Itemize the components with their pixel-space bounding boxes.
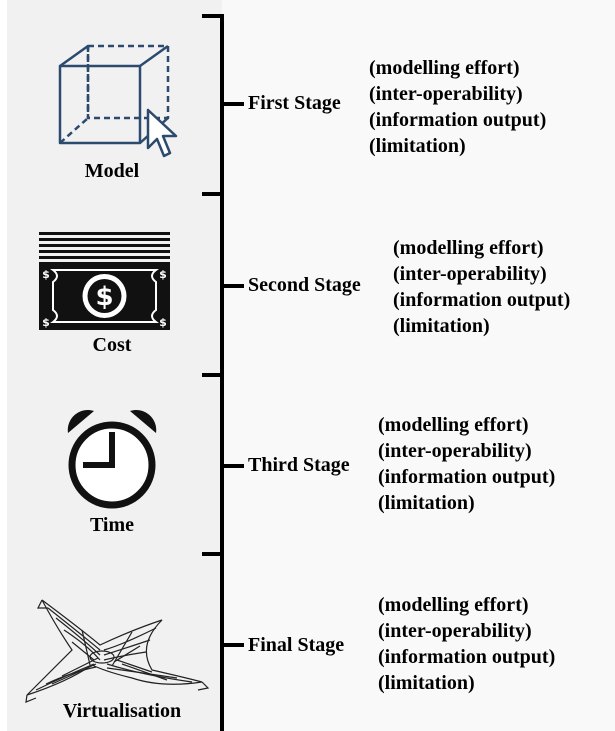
connector	[222, 102, 244, 106]
detail-line: (limitation)	[393, 315, 490, 337]
timeline-tick	[202, 552, 222, 556]
item-label-time: Time	[89, 514, 135, 536]
timeline-spine	[220, 14, 224, 731]
detail-line: (limitation)	[378, 492, 475, 514]
connector	[222, 464, 244, 468]
item-label-virtualisation: Virtualisation	[62, 700, 182, 722]
detail-line: (inter-operability)	[369, 83, 523, 105]
detail-line: (inter-operability)	[393, 263, 547, 285]
stage-label-second: Second Stage	[248, 274, 361, 296]
item-label-model: Model	[84, 160, 140, 182]
stage-label-final: Final Stage	[248, 634, 345, 656]
detail-line: (limitation)	[369, 135, 466, 157]
svg-text:$: $	[42, 316, 50, 329]
svg-text:$: $	[159, 316, 167, 329]
alarm-clock-icon	[67, 410, 157, 509]
wireframe-shell-icon	[25, 599, 210, 703]
svg-text:$: $	[159, 268, 167, 281]
svg-text:$: $	[95, 282, 113, 312]
detail-line: (modelling effort)	[369, 57, 520, 79]
details-third: (modelling effort) (inter-operability) (…	[378, 412, 555, 516]
timeline-tick	[202, 192, 222, 196]
stage-label-first: First Stage	[248, 92, 341, 114]
detail-line: (inter-operability)	[378, 440, 532, 462]
detail-line: (information output)	[378, 466, 556, 488]
detail-line: (inter-operability)	[378, 620, 532, 642]
dollar-bill-icon: $ $ $ $ $	[39, 232, 170, 330]
timeline-tick	[202, 14, 222, 18]
timeline-tick	[202, 373, 222, 377]
detail-line: (modelling effort)	[393, 237, 544, 259]
details-second: (modelling effort) (inter-operability) (…	[393, 235, 570, 339]
detail-line: (modelling effort)	[378, 594, 529, 616]
left-panel	[7, 0, 222, 731]
detail-line: (information output)	[369, 109, 547, 131]
detail-line: (limitation)	[378, 672, 475, 694]
right-panel	[222, 0, 615, 731]
detail-line: (information output)	[393, 289, 571, 311]
detail-line: (information output)	[378, 646, 556, 668]
cube-cursor-icon	[58, 44, 178, 158]
detail-line: (modelling effort)	[378, 414, 529, 436]
svg-text:$: $	[42, 268, 50, 281]
connector	[222, 284, 244, 288]
details-final: (modelling effort) (inter-operability) (…	[378, 592, 555, 696]
stage-label-third: Third Stage	[248, 454, 350, 476]
connector	[222, 643, 244, 647]
item-label-cost: Cost	[92, 334, 132, 356]
details-first: (modelling effort) (inter-operability) (…	[369, 55, 546, 159]
